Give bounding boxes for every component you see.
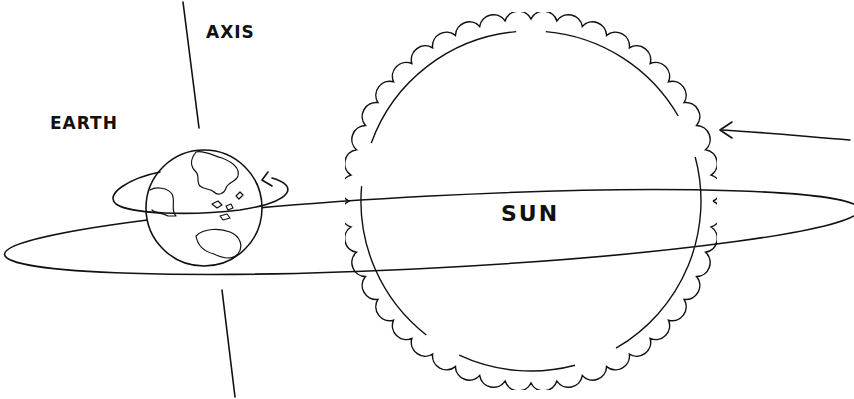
sun-inner-arc bbox=[459, 355, 575, 371]
earth-label: EARTH bbox=[50, 113, 118, 133]
sun-inner-arc bbox=[616, 157, 701, 348]
axis-line bbox=[222, 290, 235, 397]
sun-inner-arc bbox=[371, 32, 516, 143]
continent-outline bbox=[196, 229, 241, 257]
continent-outline bbox=[191, 152, 238, 194]
sun-inner-arc bbox=[361, 186, 426, 335]
sun-scalloped-edge bbox=[345, 12, 717, 390]
sun-label: SUN bbox=[501, 201, 559, 226]
axis-label: AXIS bbox=[206, 22, 255, 42]
axis-line bbox=[183, 2, 199, 128]
rotation-arrowhead bbox=[262, 172, 272, 186]
rotation-arrow bbox=[113, 172, 288, 213]
orbit-ellipse bbox=[3, 174, 854, 291]
sun-circle: SUN bbox=[345, 12, 717, 390]
island-outline bbox=[212, 192, 243, 220]
arrowhead bbox=[720, 122, 732, 138]
earth-globe bbox=[146, 150, 262, 266]
incoming-arrow bbox=[722, 130, 850, 140]
sun-inner-arc bbox=[546, 32, 678, 116]
